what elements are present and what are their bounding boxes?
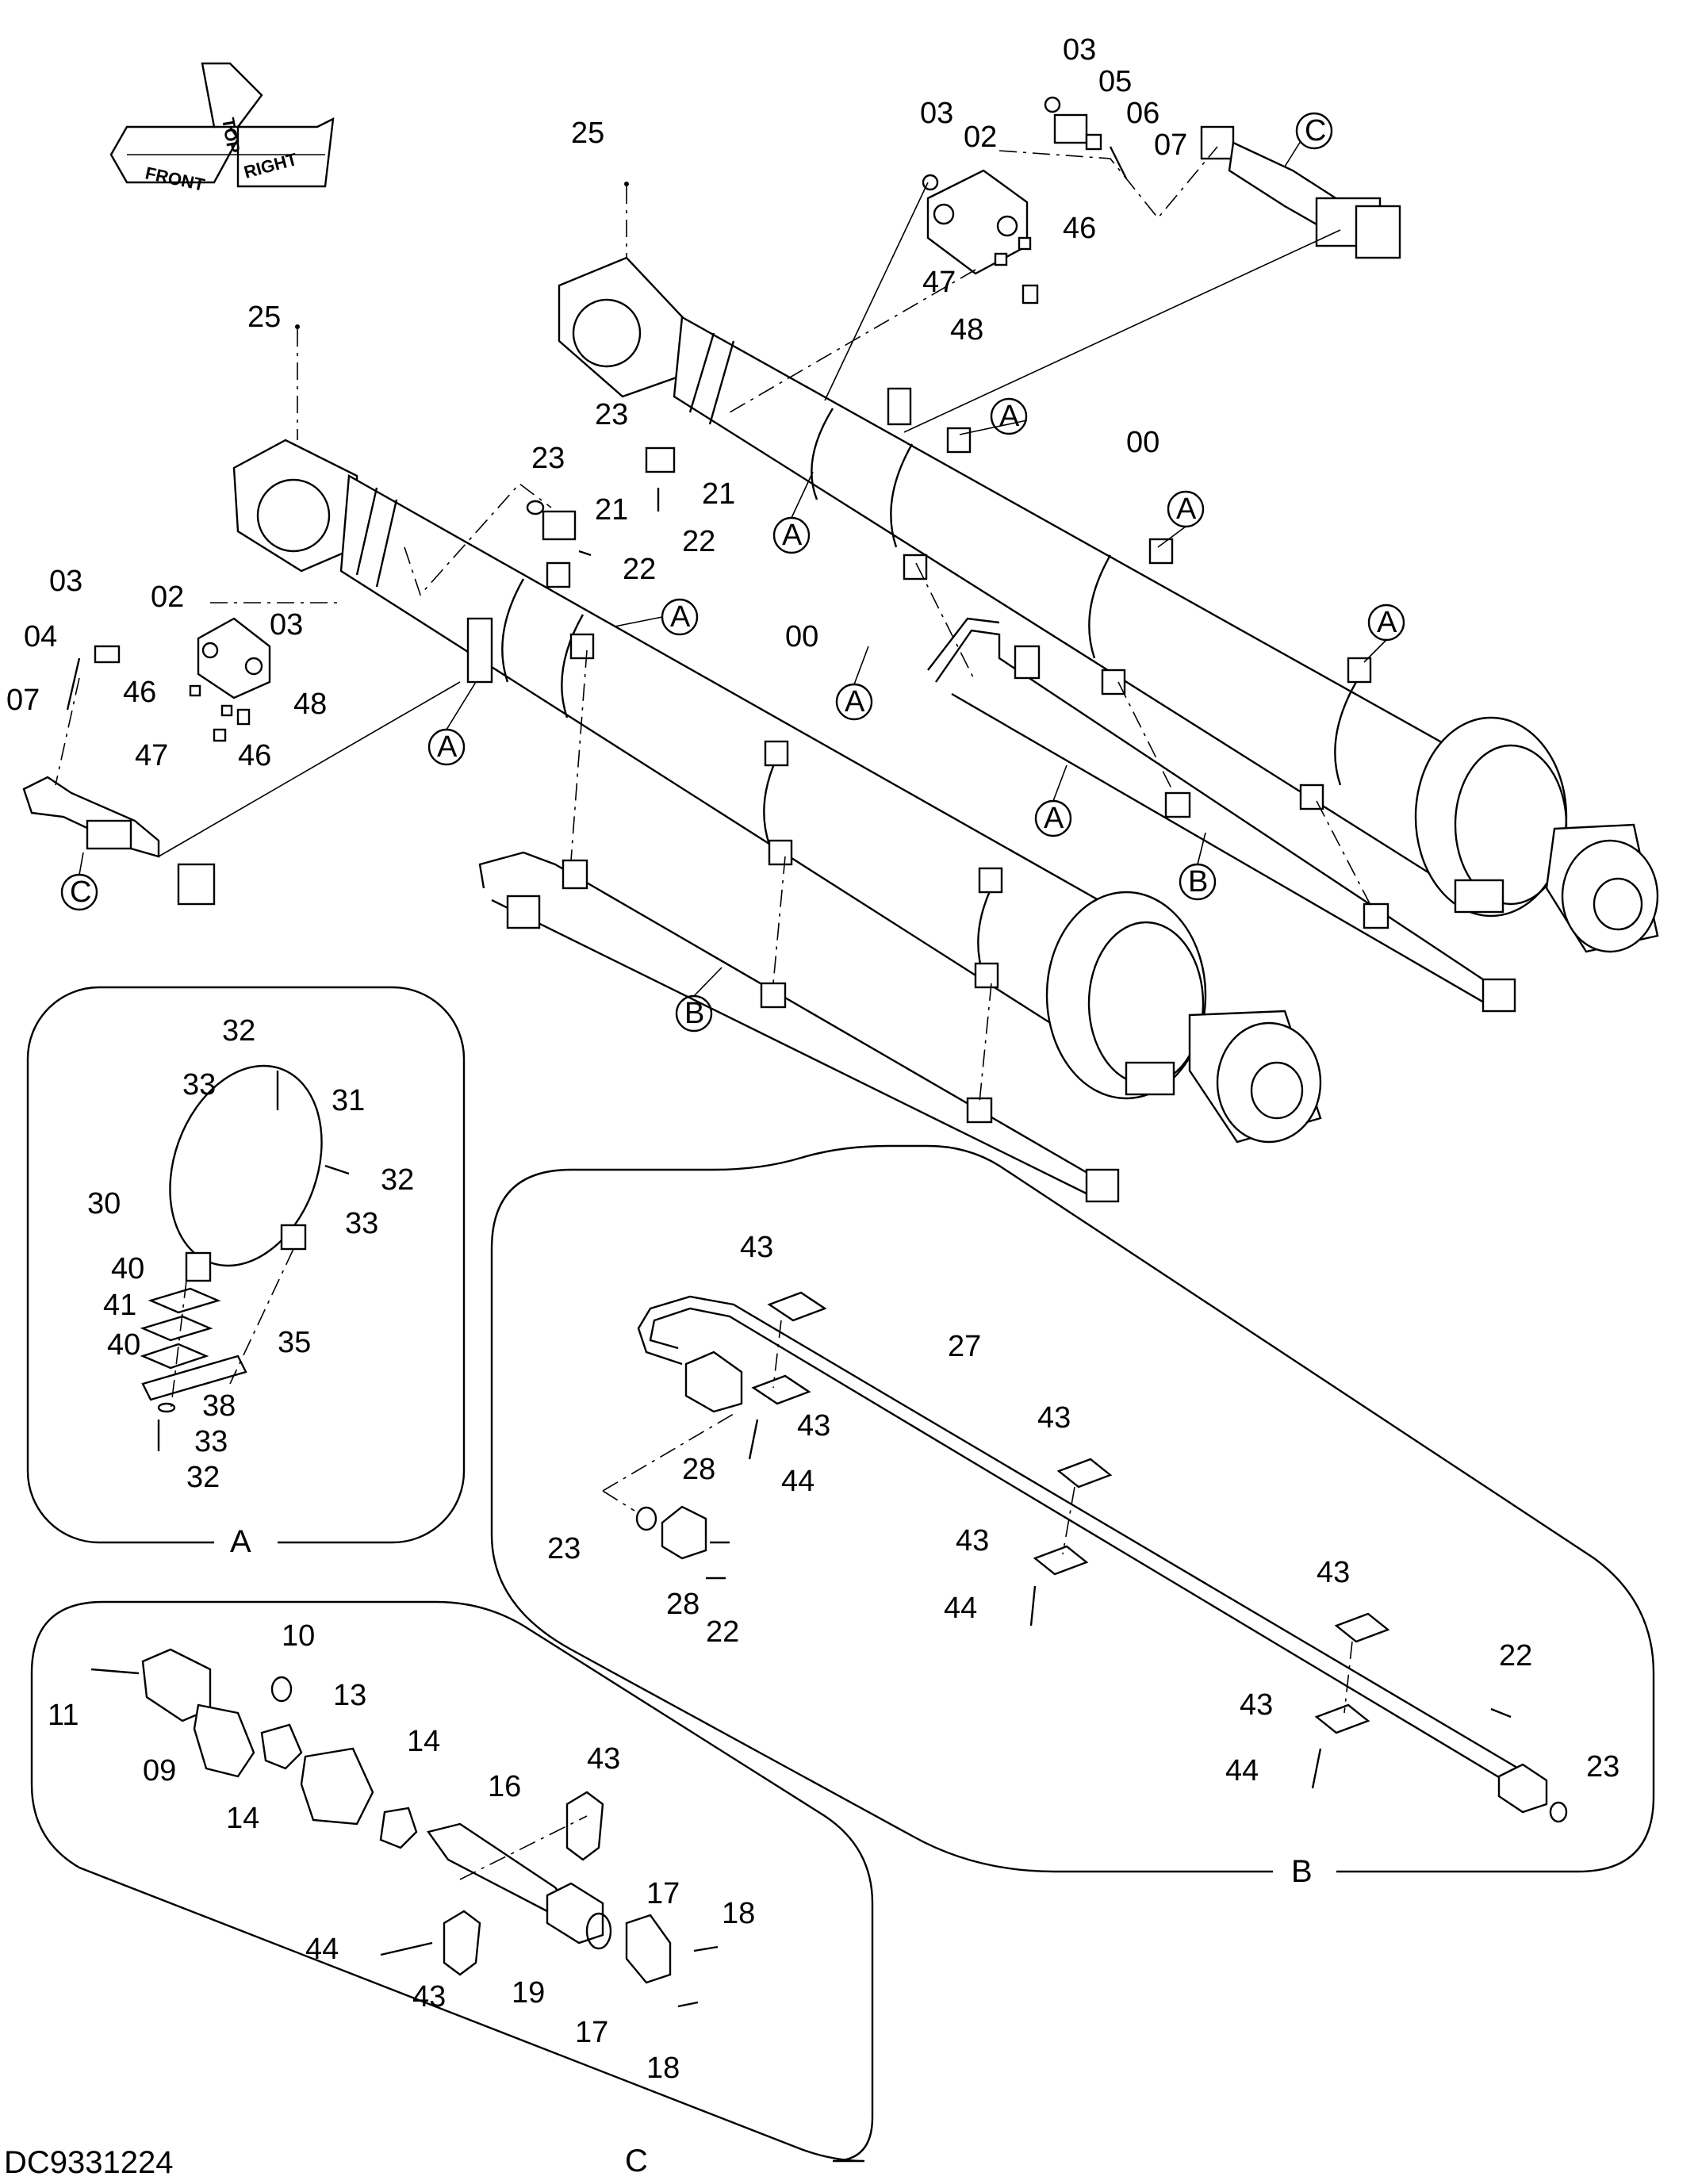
part-number-label: 00 bbox=[1126, 426, 1159, 459]
part-number-label: 28 bbox=[682, 1453, 715, 1486]
part-number-label: 22 bbox=[1499, 1639, 1532, 1672]
part-number-label: 30 bbox=[87, 1187, 121, 1220]
part-number-label: B bbox=[684, 997, 704, 1030]
part-number-label: 05 bbox=[1098, 65, 1132, 98]
part-number-label: 44 bbox=[305, 1933, 339, 1966]
part-number-label: A bbox=[782, 519, 803, 552]
part-number-label: 33 bbox=[182, 1068, 216, 1102]
part-number-label: 17 bbox=[646, 1877, 680, 1910]
part-number-label: 25 bbox=[247, 301, 281, 334]
part-number-label: 28 bbox=[666, 1588, 700, 1621]
part-number-label: 46 bbox=[1063, 212, 1096, 245]
part-number-label: A bbox=[1044, 802, 1064, 835]
part-number-label: 44 bbox=[781, 1465, 815, 1498]
part-number-label: 46 bbox=[123, 676, 156, 709]
callout-circles: A A A A A A A A B B C C bbox=[60, 112, 1405, 1033]
part-number-label: 19 bbox=[512, 1976, 545, 2010]
part-number-label: 21 bbox=[702, 477, 735, 511]
part-number-label: 03 bbox=[49, 565, 82, 598]
part-number-label: 10 bbox=[282, 1619, 315, 1653]
detail-c: C bbox=[30, 1600, 874, 2178]
orientation-symbol: FRONT TOP RIGHT bbox=[109, 62, 335, 195]
part-number-label: A bbox=[437, 730, 458, 764]
part-number-label: 09 bbox=[143, 1754, 176, 1787]
detail-a: A bbox=[26, 986, 466, 1559]
part-number-label: 03 bbox=[920, 97, 953, 130]
upper-valve-assembly bbox=[729, 96, 1401, 433]
part-number-label: 03 bbox=[270, 608, 303, 642]
part-number-label: 43 bbox=[956, 1524, 989, 1558]
part-number-label: 07 bbox=[6, 684, 40, 717]
part-number-label: 43 bbox=[1037, 1401, 1071, 1435]
part-number-label: 27 bbox=[948, 1330, 981, 1363]
part-number-label: 21 bbox=[595, 493, 628, 527]
lower-valve-assembly bbox=[22, 482, 552, 906]
part-number-label: 00 bbox=[785, 620, 818, 653]
part-number-label: 07 bbox=[1154, 128, 1187, 162]
part-number-label: 14 bbox=[407, 1725, 440, 1758]
part-number-label: A bbox=[670, 600, 691, 634]
part-number-label: 48 bbox=[950, 313, 983, 347]
part-number-label: 22 bbox=[682, 525, 715, 558]
part-number-label: A bbox=[999, 400, 1020, 433]
part-number-label: 40 bbox=[107, 1328, 140, 1362]
lower-cylinder bbox=[232, 439, 1322, 1203]
part-number-label: 32 bbox=[381, 1163, 414, 1197]
part-number-label: 11 bbox=[48, 1699, 79, 1732]
part-number-label: 23 bbox=[531, 442, 565, 475]
part-number-label: A bbox=[1176, 492, 1197, 526]
part-number-label: 17 bbox=[575, 2016, 608, 2049]
part-number-label: 13 bbox=[333, 1679, 366, 1712]
part-number-label: A bbox=[845, 685, 865, 718]
part-number-label: C bbox=[70, 876, 91, 909]
part-number-label: 43 bbox=[587, 1742, 620, 1776]
part-number-label: 16 bbox=[488, 1770, 521, 1803]
part-number-label: 41 bbox=[103, 1289, 136, 1322]
part-labels: 25 25 03 03 05 06 07 02 46 47 48 23 21 2… bbox=[6, 33, 1619, 2085]
part-number-label: 02 bbox=[964, 121, 997, 154]
part-number-label: 43 bbox=[797, 1409, 830, 1443]
part-number-label: 43 bbox=[412, 1980, 446, 2013]
part-number-label: 40 bbox=[111, 1252, 144, 1285]
part-number-label: A bbox=[1377, 606, 1397, 639]
part-number-label: 43 bbox=[1317, 1556, 1350, 1589]
part-number-label: 48 bbox=[293, 688, 327, 721]
part-number-label: 06 bbox=[1126, 97, 1159, 130]
detail-c-label: C bbox=[625, 2144, 648, 2178]
detail-a-label: A bbox=[230, 1524, 251, 1559]
part-number-label: 31 bbox=[332, 1084, 365, 1117]
detail-b-label: B bbox=[1291, 1854, 1313, 1889]
part-number-label: 03 bbox=[1063, 33, 1096, 67]
part-number-label: 04 bbox=[24, 620, 57, 653]
part-number-label: 18 bbox=[722, 1897, 755, 1930]
part-number-label: 38 bbox=[202, 1389, 236, 1423]
part-number-label: 25 bbox=[571, 117, 604, 150]
part-number-label: 43 bbox=[740, 1231, 773, 1264]
part-number-label: 23 bbox=[1586, 1750, 1619, 1784]
part-number-label: 35 bbox=[278, 1326, 311, 1359]
part-number-label: 22 bbox=[706, 1615, 739, 1649]
detail-b: B bbox=[490, 1144, 1655, 1889]
part-number-label: 33 bbox=[345, 1207, 378, 1240]
part-number-label: 32 bbox=[186, 1461, 220, 1494]
part-number-label: B bbox=[1188, 865, 1208, 899]
part-number-label: 14 bbox=[226, 1802, 259, 1835]
part-number-label: 23 bbox=[595, 398, 628, 431]
part-number-label: 43 bbox=[1240, 1688, 1273, 1722]
part-number-label: 47 bbox=[135, 739, 168, 772]
part-number-label: 47 bbox=[922, 266, 956, 299]
part-number-label: 22 bbox=[623, 553, 656, 586]
part-number-label: 18 bbox=[646, 2052, 680, 2085]
part-number-label: 33 bbox=[194, 1425, 228, 1458]
part-number-label: 44 bbox=[1225, 1754, 1259, 1787]
part-number-label: 46 bbox=[238, 739, 271, 772]
part-number-label: 32 bbox=[222, 1014, 255, 1048]
part-number-label: C bbox=[1305, 114, 1326, 148]
drawing-number: DC9331224 bbox=[4, 2145, 174, 2180]
part-number-label: 44 bbox=[944, 1592, 977, 1625]
part-number-label: 23 bbox=[547, 1532, 581, 1565]
part-number-label: 02 bbox=[151, 580, 184, 614]
